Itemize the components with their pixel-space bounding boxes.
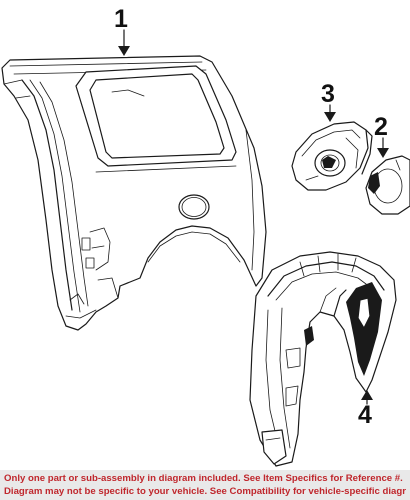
callout-1: 1 xyxy=(114,5,130,56)
quarter-panel-drawing xyxy=(1,55,267,331)
disclaimer-banner: Only one part or sub-assembly in diagram… xyxy=(0,470,410,500)
callout-2: 2 xyxy=(374,113,389,158)
disclaimer-line-2: Diagram may not be specific to your vehi… xyxy=(4,486,406,497)
fuel-filler-housing-drawing xyxy=(291,121,373,191)
parts-diagram: 1 2 3 4 xyxy=(1,5,410,467)
callout-number-2: 2 xyxy=(374,113,388,141)
callout-number-1: 1 xyxy=(114,5,128,33)
callout-4: 4 xyxy=(358,390,373,429)
callout-number-3: 3 xyxy=(321,80,335,108)
disclaimer-line-1: Only one part or sub-assembly in diagram… xyxy=(4,473,403,484)
wheelhouse-liner-drawing xyxy=(249,251,397,467)
callout-3: 3 xyxy=(321,80,336,122)
callout-number-4: 4 xyxy=(358,401,372,429)
fuel-door-drawing xyxy=(365,155,410,215)
